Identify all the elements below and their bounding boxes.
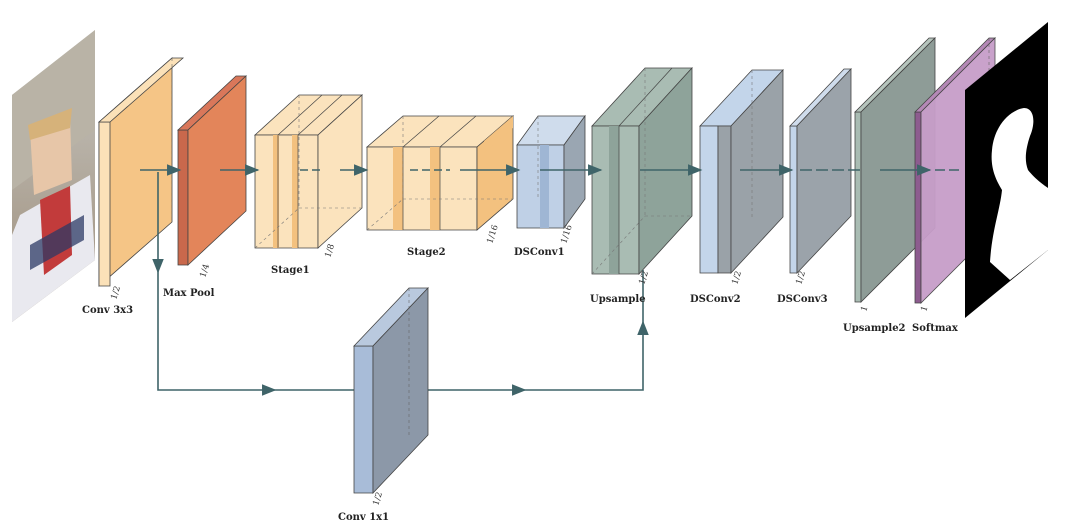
scale-maxpool: 1/4 bbox=[198, 263, 212, 279]
input-photo-icon bbox=[12, 30, 95, 322]
label-conv3x3: Conv 3x3 bbox=[82, 305, 133, 316]
label-softmax: Softmax bbox=[912, 323, 959, 334]
label-stage1: Stage1 bbox=[271, 265, 310, 276]
scale-conv1x1: 1/2 bbox=[371, 491, 385, 507]
label-dsconv2: DSConv2 bbox=[690, 294, 741, 305]
scale-stage2: 1/16 bbox=[485, 224, 500, 245]
segmentation-mask-icon bbox=[965, 22, 1048, 318]
label-upsample2: Upsample2 bbox=[843, 323, 906, 334]
scale-upsample2: 1 bbox=[859, 305, 870, 313]
label-dsconv3: DSConv3 bbox=[777, 294, 828, 305]
block-conv1x1 bbox=[353, 286, 429, 495]
scale-softmax: 1 bbox=[919, 305, 930, 313]
label-upsample: Upsample bbox=[590, 294, 646, 305]
block-stage1 bbox=[253, 94, 364, 249]
scale-dsconv3: 1/2 bbox=[794, 270, 808, 286]
scale-conv3x3: 1/2 bbox=[109, 285, 123, 301]
label-dsconv1: DSConv1 bbox=[514, 247, 565, 258]
block-dsconv1 bbox=[516, 114, 586, 230]
scale-stage1: 1/8 bbox=[323, 243, 337, 259]
scale-dsconv2: 1/2 bbox=[730, 270, 744, 286]
label-stage2: Stage2 bbox=[407, 247, 446, 258]
scale-upsample: 1/2 bbox=[637, 270, 651, 286]
block-maxpool bbox=[176, 75, 248, 266]
block-upsample bbox=[591, 66, 693, 276]
label-conv1x1: Conv 1x1 bbox=[338, 512, 389, 523]
block-conv3x3 bbox=[97, 57, 185, 287]
block-dsconv3 bbox=[789, 67, 852, 275]
label-maxpool: Max Pool bbox=[163, 288, 215, 299]
block-dsconv2 bbox=[699, 68, 784, 275]
block-stage2 bbox=[365, 115, 515, 231]
